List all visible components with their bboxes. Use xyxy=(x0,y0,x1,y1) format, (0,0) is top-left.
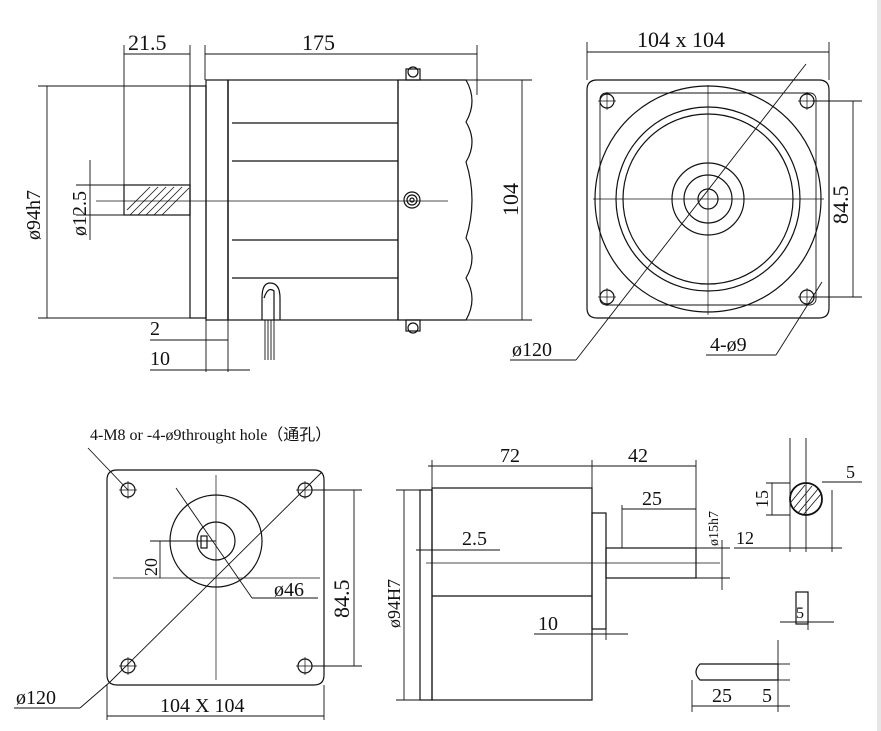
dim-gear-boss: ø46 xyxy=(274,579,304,601)
dim-gear-bolt-spacing: 84.5 xyxy=(329,580,354,619)
motor-side-view: 21.5 175 ø94h7 ø12.5 104 2 10 xyxy=(23,30,532,372)
dim-end-bolt-spacing: 84.5 xyxy=(828,186,853,225)
dim-key-depth: 12 xyxy=(736,528,754,548)
gearbox-side-view: 72 42 25 2.5 ø94H7 ø15h7 10 xyxy=(384,445,730,701)
dim-flange-offset: 2 xyxy=(150,318,160,340)
dim-gear-shaft-diameter: ø15h7 xyxy=(707,511,722,546)
dim-gear-square: 104 X 104 xyxy=(160,695,244,717)
gearbox-end-view: 4-M8 or -4-ø9throught hole（通孔） 20 ø46 84… xyxy=(14,426,362,720)
dim-key-width-top: 5 xyxy=(846,462,855,482)
dim-key-width: 5 xyxy=(796,605,804,622)
dim-key-length: 25 xyxy=(642,488,662,510)
dim-gear-bolt-circle: ø120 xyxy=(16,687,56,709)
dim-end-square: 104 x 104 xyxy=(637,27,725,52)
dim-gear-pilot-diameter: ø94H7 xyxy=(384,579,404,628)
dim-end-bolt-circle: ø120 xyxy=(512,339,552,361)
dim-gear-shaft-length: 42 xyxy=(628,445,648,467)
dim-key-thick: 5 xyxy=(762,685,772,707)
dim-shaft-length: 21.5 xyxy=(128,30,167,55)
dim-pilot-diameter: ø94h7 xyxy=(23,190,45,240)
scrollbar[interactable] xyxy=(877,0,881,731)
dim-flange-thickness: 10 xyxy=(150,348,170,370)
gearbox-hole-note: 4-M8 or -4-ø9throught hole（通孔） xyxy=(90,426,331,444)
dim-gear-collar: 10 xyxy=(538,613,558,635)
dim-pilot-gap: 2.5 xyxy=(462,528,487,550)
dim-gear-offset: 20 xyxy=(141,558,161,576)
dim-shaft-diameter: ø12.5 xyxy=(69,191,91,236)
motor-end-view: 104 x 104 84.5 ø120 4-ø9 xyxy=(510,27,862,361)
dim-key-len: 25 xyxy=(712,685,732,707)
dim-body-height: 104 xyxy=(498,183,523,216)
dim-gear-body-length: 72 xyxy=(500,445,520,467)
key-detail-view: 5 15 12 5 25 5 xyxy=(691,438,862,712)
dim-body-length: 175 xyxy=(302,30,335,55)
dim-end-holes: 4-ø9 xyxy=(710,334,747,356)
dim-key-height: 15 xyxy=(752,490,772,508)
